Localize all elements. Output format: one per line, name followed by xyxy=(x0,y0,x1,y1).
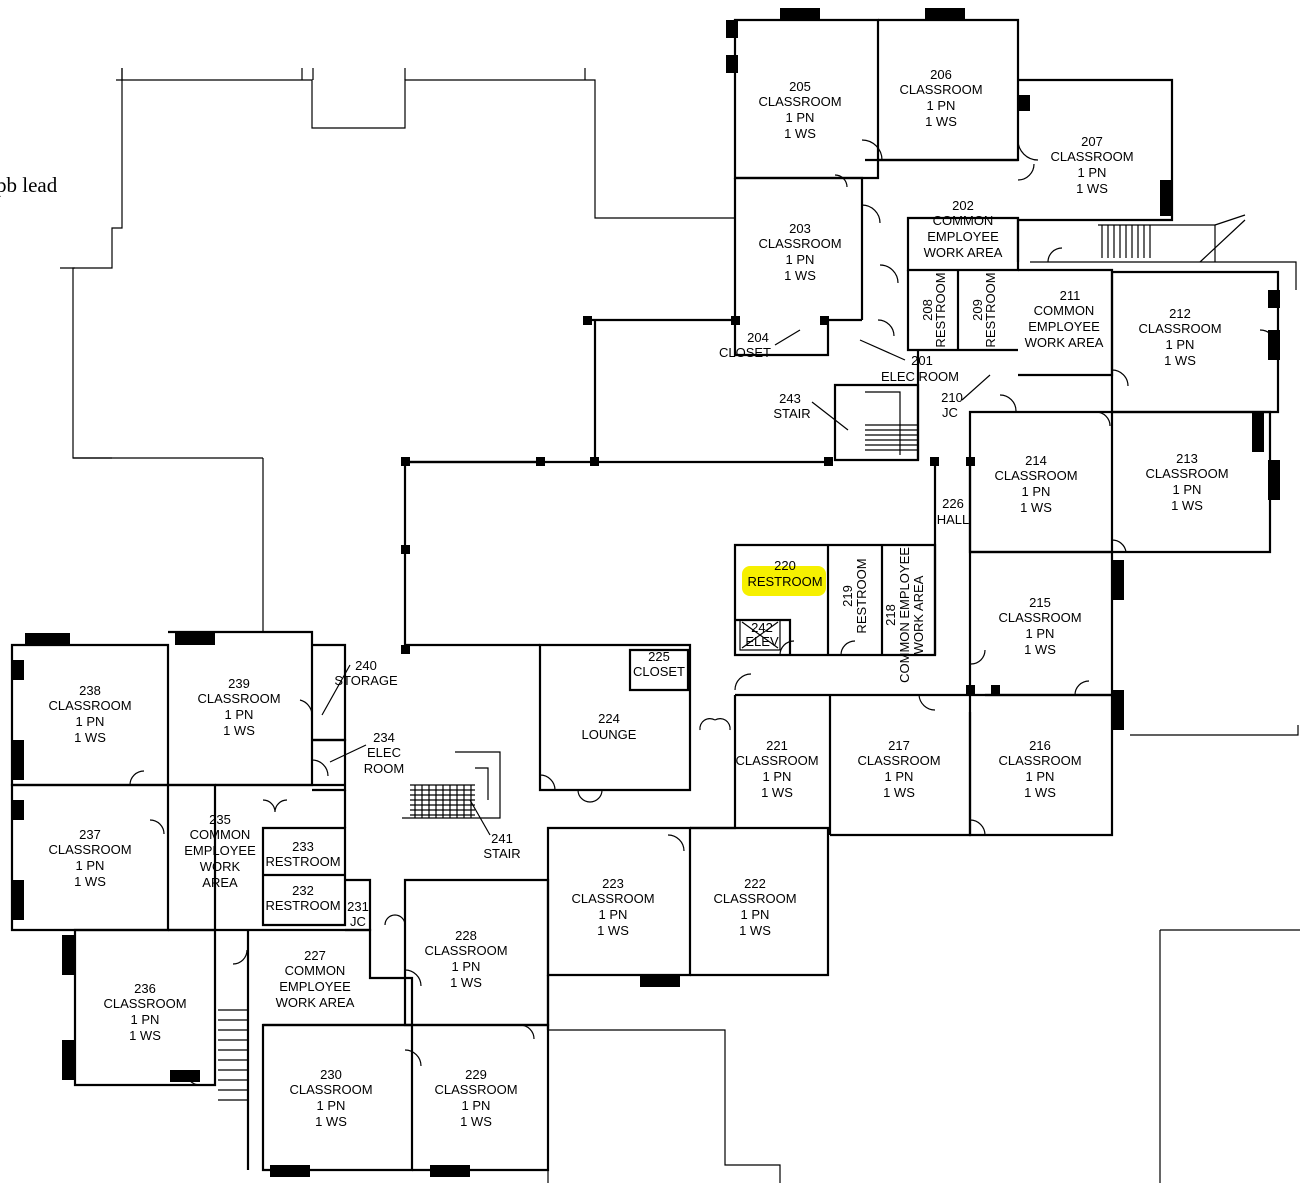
note-text: pb lead xyxy=(0,173,58,197)
room-209-label: 209RESTROOM xyxy=(970,272,998,347)
room-220-highlight xyxy=(742,566,826,596)
room-208-label: 208RESTROOM xyxy=(920,272,948,347)
columns xyxy=(12,8,1280,1177)
vertical-room-labels: 208RESTROOM 209RESTROOM 219RESTROOM 218C… xyxy=(840,272,998,682)
stairs xyxy=(218,214,1246,1101)
leader-lines xyxy=(321,329,991,836)
room-218-label: 218COMMON EMPLOYEEWORK AREA xyxy=(883,547,926,683)
doors xyxy=(129,139,1277,1086)
room-219-label: 219RESTROOM xyxy=(840,558,869,633)
